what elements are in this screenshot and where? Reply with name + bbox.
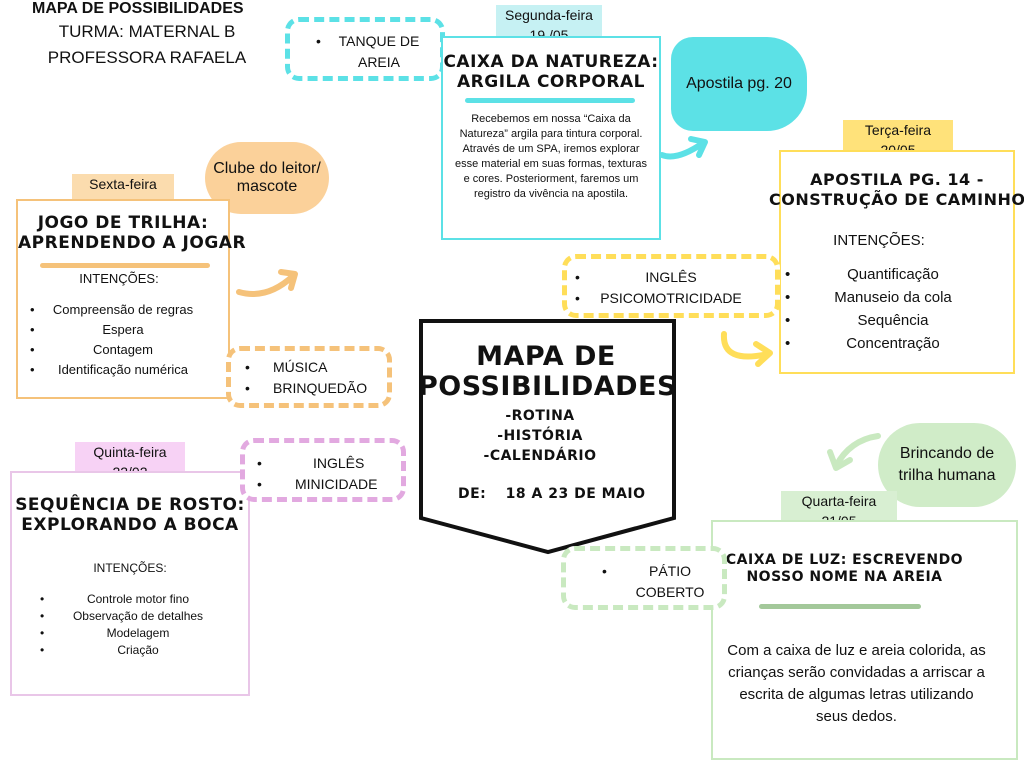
friday-extra-item: MÚSICA bbox=[237, 357, 387, 378]
tuesday-extra-box: INGLÊS PSICOMOTRICIDADE bbox=[562, 254, 780, 318]
header-teacher: PROFESSORA RAFAELA bbox=[47, 48, 247, 67]
tuesday-intention: Quantificação bbox=[773, 263, 1013, 286]
center-items: -ROTINA -HISTÓRIA -CALENDÁRIO bbox=[480, 406, 600, 466]
wednesday-day: Quarta-feira bbox=[801, 493, 877, 509]
center-title-line1: MAPA DE bbox=[476, 341, 616, 372]
wednesday-arrow-icon bbox=[827, 433, 881, 471]
thursday-intention: Criação bbox=[28, 642, 248, 659]
center-date-label: DE: bbox=[458, 486, 487, 502]
thursday-title-line2: EXPLORANDO A BOCA bbox=[21, 515, 239, 535]
wednesday-card: CAIXA DE LUZ: ESCREVENDO NOSSO NOME NA A… bbox=[711, 520, 1018, 760]
thursday-intentions-label: INTENÇÕES: bbox=[93, 561, 167, 575]
monday-day: Segunda-feira bbox=[505, 7, 593, 23]
friday-extra-item: BRINQUEDÃO bbox=[237, 378, 387, 399]
monday-title-line1: CAIXA DA NATUREZA: bbox=[443, 52, 659, 72]
monday-title: CAIXA DA NATUREZA: ARGILA CORPORAL bbox=[443, 52, 659, 92]
center-date-value: 18 A 23 DE MAIO bbox=[505, 486, 646, 502]
friday-title-underline bbox=[40, 263, 210, 268]
friday-intention: Identificação numérica bbox=[18, 360, 228, 380]
center-title: MAPA DE POSSIBILIDADES bbox=[418, 341, 677, 402]
tuesday-title-line1: APOSTILA PG. 14 - bbox=[810, 170, 984, 189]
center-item: -ROTINA bbox=[505, 408, 575, 424]
monday-title-underline bbox=[465, 98, 635, 103]
tuesday-intention: Sequência bbox=[773, 309, 1013, 332]
tuesday-title-line2: CONSTRUÇÃO DE CAMINHOS bbox=[769, 190, 1024, 209]
thursday-card: SEQUÊNCIA DE ROSTO: EXPLORANDO A BOCA IN… bbox=[10, 471, 250, 696]
monday-arrow-icon bbox=[659, 136, 708, 160]
thursday-title-line1: SEQUÊNCIA DE ROSTO: bbox=[15, 495, 245, 515]
friday-arrow-icon bbox=[236, 269, 298, 297]
monday-body: Recebemos em nossa “Caixa da Natureza” a… bbox=[455, 113, 647, 200]
friday-intention: Contagem bbox=[18, 340, 228, 360]
header-class: TURMA: MATERNAL B bbox=[58, 22, 236, 41]
wednesday-extra-box: PÁTIO COBERTO bbox=[561, 546, 727, 610]
monday-bubble: Apostila pg. 20 bbox=[671, 37, 807, 131]
friday-extra-box: MÚSICA BRINQUEDÃO bbox=[226, 346, 392, 408]
wednesday-title-underline bbox=[759, 604, 921, 609]
center-title-line2: POSSIBILIDADES bbox=[418, 371, 677, 402]
thursday-intention: Controle motor fino bbox=[28, 591, 248, 608]
thursday-intentions: Controle motor fino Observação de detalh… bbox=[12, 591, 248, 659]
center-shape bbox=[419, 319, 676, 555]
center-date: DE: 18 A 23 DE MAIO bbox=[458, 486, 646, 502]
wednesday-bubble: Brincando de trilha humana bbox=[878, 423, 1016, 507]
center-item: -HISTÓRIA bbox=[497, 428, 583, 444]
monday-title-line2: ARGILA CORPORAL bbox=[457, 72, 645, 92]
thursday-extra-box: INGLÊS MINICIDADE bbox=[240, 438, 406, 502]
monday-extra-box: TANQUE DE AREIA bbox=[285, 17, 445, 81]
thursday-day: Quinta-feira bbox=[93, 444, 167, 460]
thursday-title: SEQUÊNCIA DE ROSTO: EXPLORANDO A BOCA bbox=[12, 495, 248, 535]
tuesday-intentions: Quantificação Manuseio da cola Sequência… bbox=[781, 263, 1013, 355]
wednesday-title: CAIXA DE LUZ: ESCREVENDO NOSSO NOME NA A… bbox=[713, 552, 1016, 586]
thursday-intention: Modelagem bbox=[28, 625, 248, 642]
wednesday-title-line2: NOSSO NOME NA AREIA bbox=[746, 569, 943, 585]
friday-intention: Compreensão de regras bbox=[18, 300, 228, 320]
friday-intentions: Compreensão de regras Espera Contagem Id… bbox=[18, 300, 228, 380]
tuesday-intention: Concentração bbox=[773, 332, 1013, 355]
thursday-extra-item: INGLÊS bbox=[249, 453, 401, 474]
center-item: -CALENDÁRIO bbox=[483, 448, 597, 464]
friday-card: JOGO DE TRILHA: APRENDENDO A JOGAR INTEN… bbox=[16, 199, 247, 399]
tuesday-arrow-icon bbox=[720, 331, 773, 367]
thursday-extra-item: MINICIDADE bbox=[249, 474, 401, 495]
tuesday-intentions-label: INTENÇÕES: bbox=[833, 232, 925, 249]
tuesday-card: APOSTILA PG. 14 - CONSTRUÇÃO DE CAMINHOS… bbox=[769, 150, 1024, 374]
thursday-intention: Observação de detalhes bbox=[28, 608, 248, 625]
monday-extra-item: TANQUE DE AREIA bbox=[308, 31, 424, 73]
header-title: MAPA DE POSSIBILIDADES bbox=[32, 0, 244, 17]
friday-title: JOGO DE TRILHA: APRENDENDO A JOGAR bbox=[18, 213, 247, 253]
tuesday-extra-item: PSICOMOTRICIDADE bbox=[567, 288, 775, 309]
friday-day: Sexta-feira bbox=[89, 176, 157, 192]
monday-card: CAIXA DA NATUREZA: ARGILA CORPORAL Receb… bbox=[441, 36, 661, 240]
friday-title-line2: APRENDENDO A JOGAR bbox=[18, 233, 247, 253]
friday-intentions-label: INTENÇÕES: bbox=[79, 271, 159, 286]
friday-title-line1: JOGO DE TRILHA: bbox=[37, 213, 209, 233]
tuesday-extra-item: INGLÊS bbox=[567, 267, 775, 288]
tuesday-intention: Manuseio da cola bbox=[773, 286, 1013, 309]
friday-intention: Espera bbox=[18, 320, 228, 340]
wednesday-title-line1: CAIXA DE LUZ: ESCREVENDO bbox=[725, 552, 964, 568]
wednesday-extra-item: PÁTIO COBERTO bbox=[594, 561, 720, 603]
wednesday-body: Com a caixa de luz e areia colorida, as … bbox=[727, 642, 986, 725]
tuesday-day: Terça-feira bbox=[864, 122, 932, 138]
tuesday-title: APOSTILA PG. 14 - CONSTRUÇÃO DE CAMINHOS bbox=[769, 170, 1024, 210]
